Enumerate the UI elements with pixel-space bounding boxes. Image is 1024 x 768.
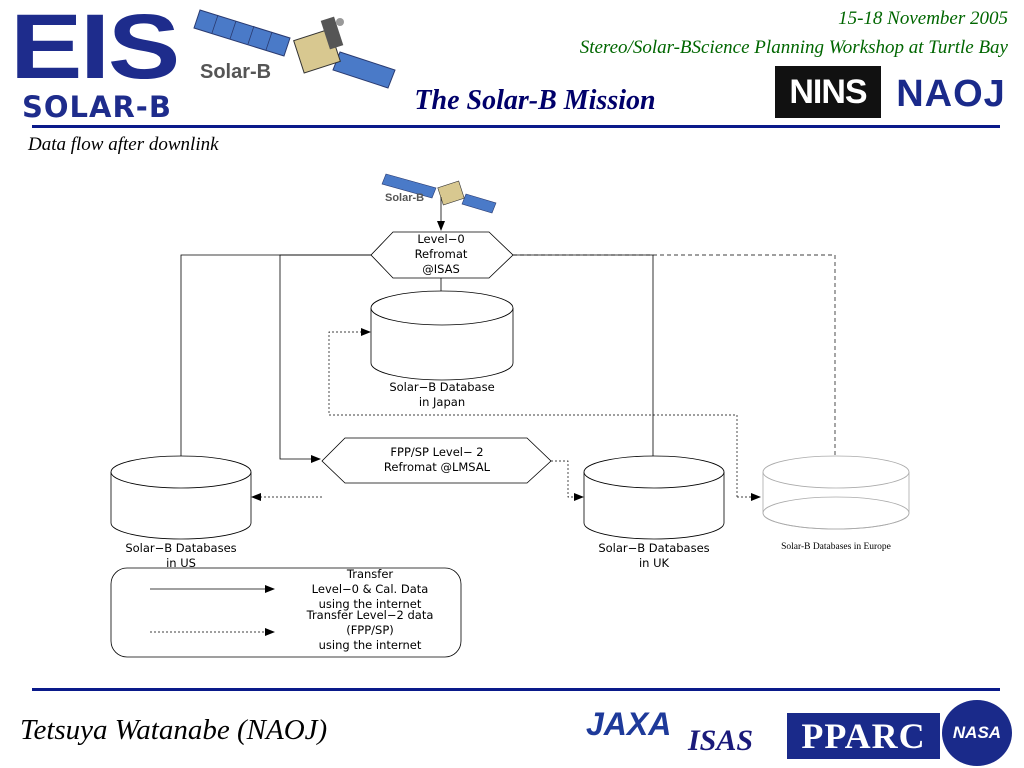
dotted-connectors [150, 254, 839, 636]
nins-logo-text: NINS [789, 72, 867, 111]
db-uk-cylinder [583, 455, 725, 540]
db-us-line-2: in US [166, 556, 196, 570]
workshop-name: Stereo/Solar-BScience Planning Workshop … [579, 37, 1008, 58]
satellite-icon [193, 9, 396, 89]
db-uk-line-2: in UK [638, 556, 670, 570]
db-uk-label: Solar−B Databases in UK [574, 541, 734, 571]
event-date: 15-18 November 2005 [838, 8, 1008, 29]
author-name: Tetsuya Watanabe (NAOJ) [20, 714, 328, 746]
legend-dotted-label: Transfer Level−2 data (FPP/SP) using the… [288, 608, 452, 653]
jaxa-logo-text: JAXA [586, 706, 672, 742]
nins-logo: NINS [775, 66, 881, 118]
db-japan-cylinder [370, 290, 514, 381]
level0-label: Level−0 Refromat @ISAS [391, 232, 491, 277]
naoj-logo: NAOJ [884, 70, 1018, 118]
fpp-line-2: Refromat @LMSAL [383, 460, 491, 474]
eis-logo: EIS [10, 1, 182, 93]
solar-b-logo-text: SOLAR-B [22, 90, 172, 124]
legend-solid-label: Transfer Level−0 & Cal. Data using the i… [288, 567, 452, 612]
header-divider [32, 125, 1000, 128]
legend-dotted-line-1: Transfer Level−2 data [306, 608, 434, 622]
footer-divider [32, 688, 1000, 691]
pparc-logo: PPARC [787, 713, 940, 759]
fpp-reformat-node [321, 437, 552, 484]
legend-dotted-line-3: using the internet [318, 638, 422, 652]
eis-logo-text: EIS [10, 0, 180, 98]
level0-line-3: @ISAS [422, 262, 460, 276]
nasa-logo-text: NASA [952, 723, 1002, 742]
db-europe-cylinder [762, 455, 910, 530]
db-us-line-1: Solar−B Databases [125, 541, 237, 555]
level0-reformat-node [370, 231, 514, 279]
satellite-logo: Solar-B [193, 9, 396, 89]
legend-solid-line-2: Level−0 & Cal. Data [311, 582, 429, 596]
db-japan-line-1: Solar−B Database [389, 380, 495, 394]
legend-solid-line-3: using the internet [318, 597, 422, 611]
diagram-satellite-icon [381, 173, 497, 214]
db-europe-label: Solar-B Databases in Europe [781, 542, 891, 552]
page-title: The Solar-B Mission [414, 85, 656, 116]
legend-dotted-line-2: (FPP/SP) [346, 623, 394, 637]
level0-line-2: Refromat [414, 247, 468, 261]
fpp-label: FPP/SP Level− 2 Refromat @LMSAL [352, 445, 522, 475]
naoj-logo-text: NAOJ [896, 72, 1006, 115]
legend-box [110, 567, 462, 658]
fpp-line-1: FPP/SP Level− 2 [390, 445, 484, 459]
level0-line-1: Level−0 [417, 232, 465, 246]
pparc-logo-text: PPARC [801, 716, 926, 756]
nasa-logo: NASA [942, 700, 1012, 766]
jaxa-logo: JAXA [572, 704, 674, 760]
page-subtitle: Data flow after downlink [28, 134, 219, 155]
db-japan-line-2: in Japan [418, 395, 466, 409]
legend-solid-line-1: Transfer [346, 567, 394, 581]
isas-logo: ISAS [680, 724, 784, 758]
db-us-label: Solar−B Databases in US [101, 541, 261, 571]
db-uk-line-1: Solar−B Databases [598, 541, 710, 555]
isas-logo-text: ISAS [688, 724, 754, 757]
db-japan-label: Solar−B Database in Japan [362, 380, 522, 410]
db-us-cylinder [110, 455, 252, 540]
solid-connectors [150, 197, 657, 593]
satellite-logo-label: Solar-B [200, 61, 271, 83]
diagram-satellite-label: Solar-B [385, 192, 425, 204]
